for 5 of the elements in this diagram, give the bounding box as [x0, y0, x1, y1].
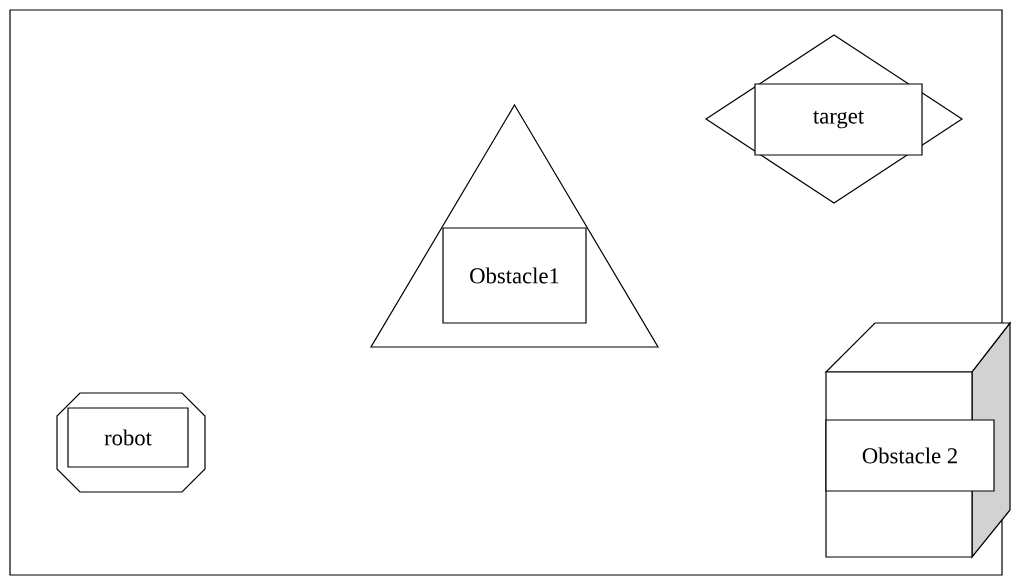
- label-box: Obstacle1: [442, 227, 587, 324]
- label-box: target: [754, 83, 923, 156]
- octagon-shape: [56, 392, 206, 493]
- label-box: robot: [67, 407, 189, 468]
- label-box: Obstacle 2: [825, 419, 995, 492]
